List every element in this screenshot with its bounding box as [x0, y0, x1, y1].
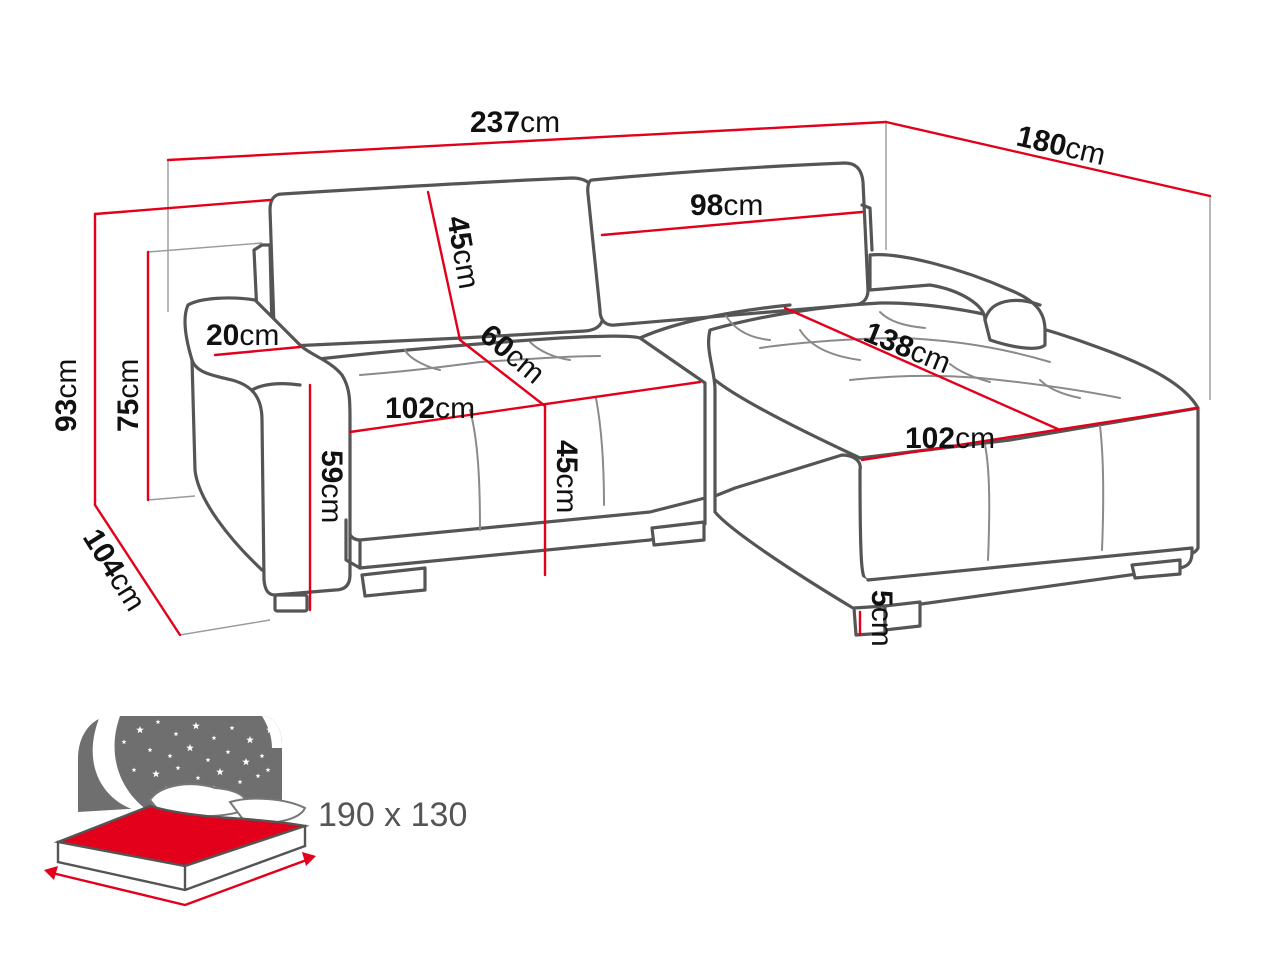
label-leg-height: 5cm [865, 590, 898, 647]
dim-line-seat-depth [93, 503, 182, 637]
star-icon [255, 773, 261, 779]
star-icon [147, 747, 153, 753]
star-icon [205, 757, 211, 763]
star-icon [216, 768, 224, 776]
star-icon [121, 739, 127, 745]
star-icon [155, 719, 161, 725]
tufting-seams [359, 311, 1121, 561]
label-armrest-height: 75cm [112, 359, 145, 432]
star-icon [265, 767, 271, 773]
star-icon [131, 767, 137, 773]
dim-line-chaise-length [783, 306, 1062, 432]
star-icon [152, 770, 160, 778]
star-icon [211, 735, 217, 741]
label-seat-depth: 104cm [76, 523, 152, 617]
label-armrest-width: 20cm [206, 319, 279, 352]
dim-line-seat-depth-inner [458, 338, 547, 408]
label-seat-width-left: 102cm [385, 392, 475, 425]
dimension-labels: 237cm 180cm 93cm 75cm 104cm 20cm 45cm 98… [50, 106, 1109, 647]
label-total-width: 237cm [470, 106, 560, 139]
bed-size-label: 190 x 130 [318, 796, 467, 834]
sofa-outline [183, 161, 1200, 637]
label-chaise-depth: 180cm [1013, 120, 1108, 172]
dim-line-chaise-depth [884, 120, 1212, 198]
star-icon [202, 708, 210, 716]
star-icon [136, 726, 144, 734]
dim-line-armrest-width [213, 345, 302, 357]
label-backrest-height: 45cm [440, 213, 485, 291]
dim-line-total-width [166, 120, 888, 162]
dim-line-seat-width-left [348, 380, 702, 434]
star-icon [175, 765, 181, 771]
star-icon [266, 726, 274, 734]
label-seat-width-chaise: 102cm [905, 422, 995, 455]
star-icon [195, 775, 201, 781]
star-icon [225, 749, 231, 755]
dimension-lines [93, 120, 1212, 637]
star-icon [229, 725, 235, 731]
star-icon [173, 731, 179, 737]
label-cushion-width: 98cm [690, 189, 763, 222]
star-icon [242, 758, 250, 766]
bed-mattress [53, 804, 310, 868]
star-icon [192, 722, 200, 730]
sofa-bed-icon [44, 708, 316, 907]
dim-line-total-height-top [93, 198, 272, 216]
star-icon [237, 779, 243, 785]
dim-line-seat-width-chaise [860, 406, 1200, 462]
star-icon [246, 736, 254, 744]
star-icon [167, 753, 173, 759]
label-front-height: 59cm [315, 450, 348, 523]
star-icon [259, 753, 265, 759]
label-total-height: 93cm [50, 359, 83, 432]
star-icon [186, 744, 194, 752]
label-seat-height: 45cm [550, 440, 583, 513]
dim-line-cushion-width [600, 210, 864, 237]
dim-line-backrest-height [426, 190, 462, 342]
bed-headboard [78, 716, 282, 812]
